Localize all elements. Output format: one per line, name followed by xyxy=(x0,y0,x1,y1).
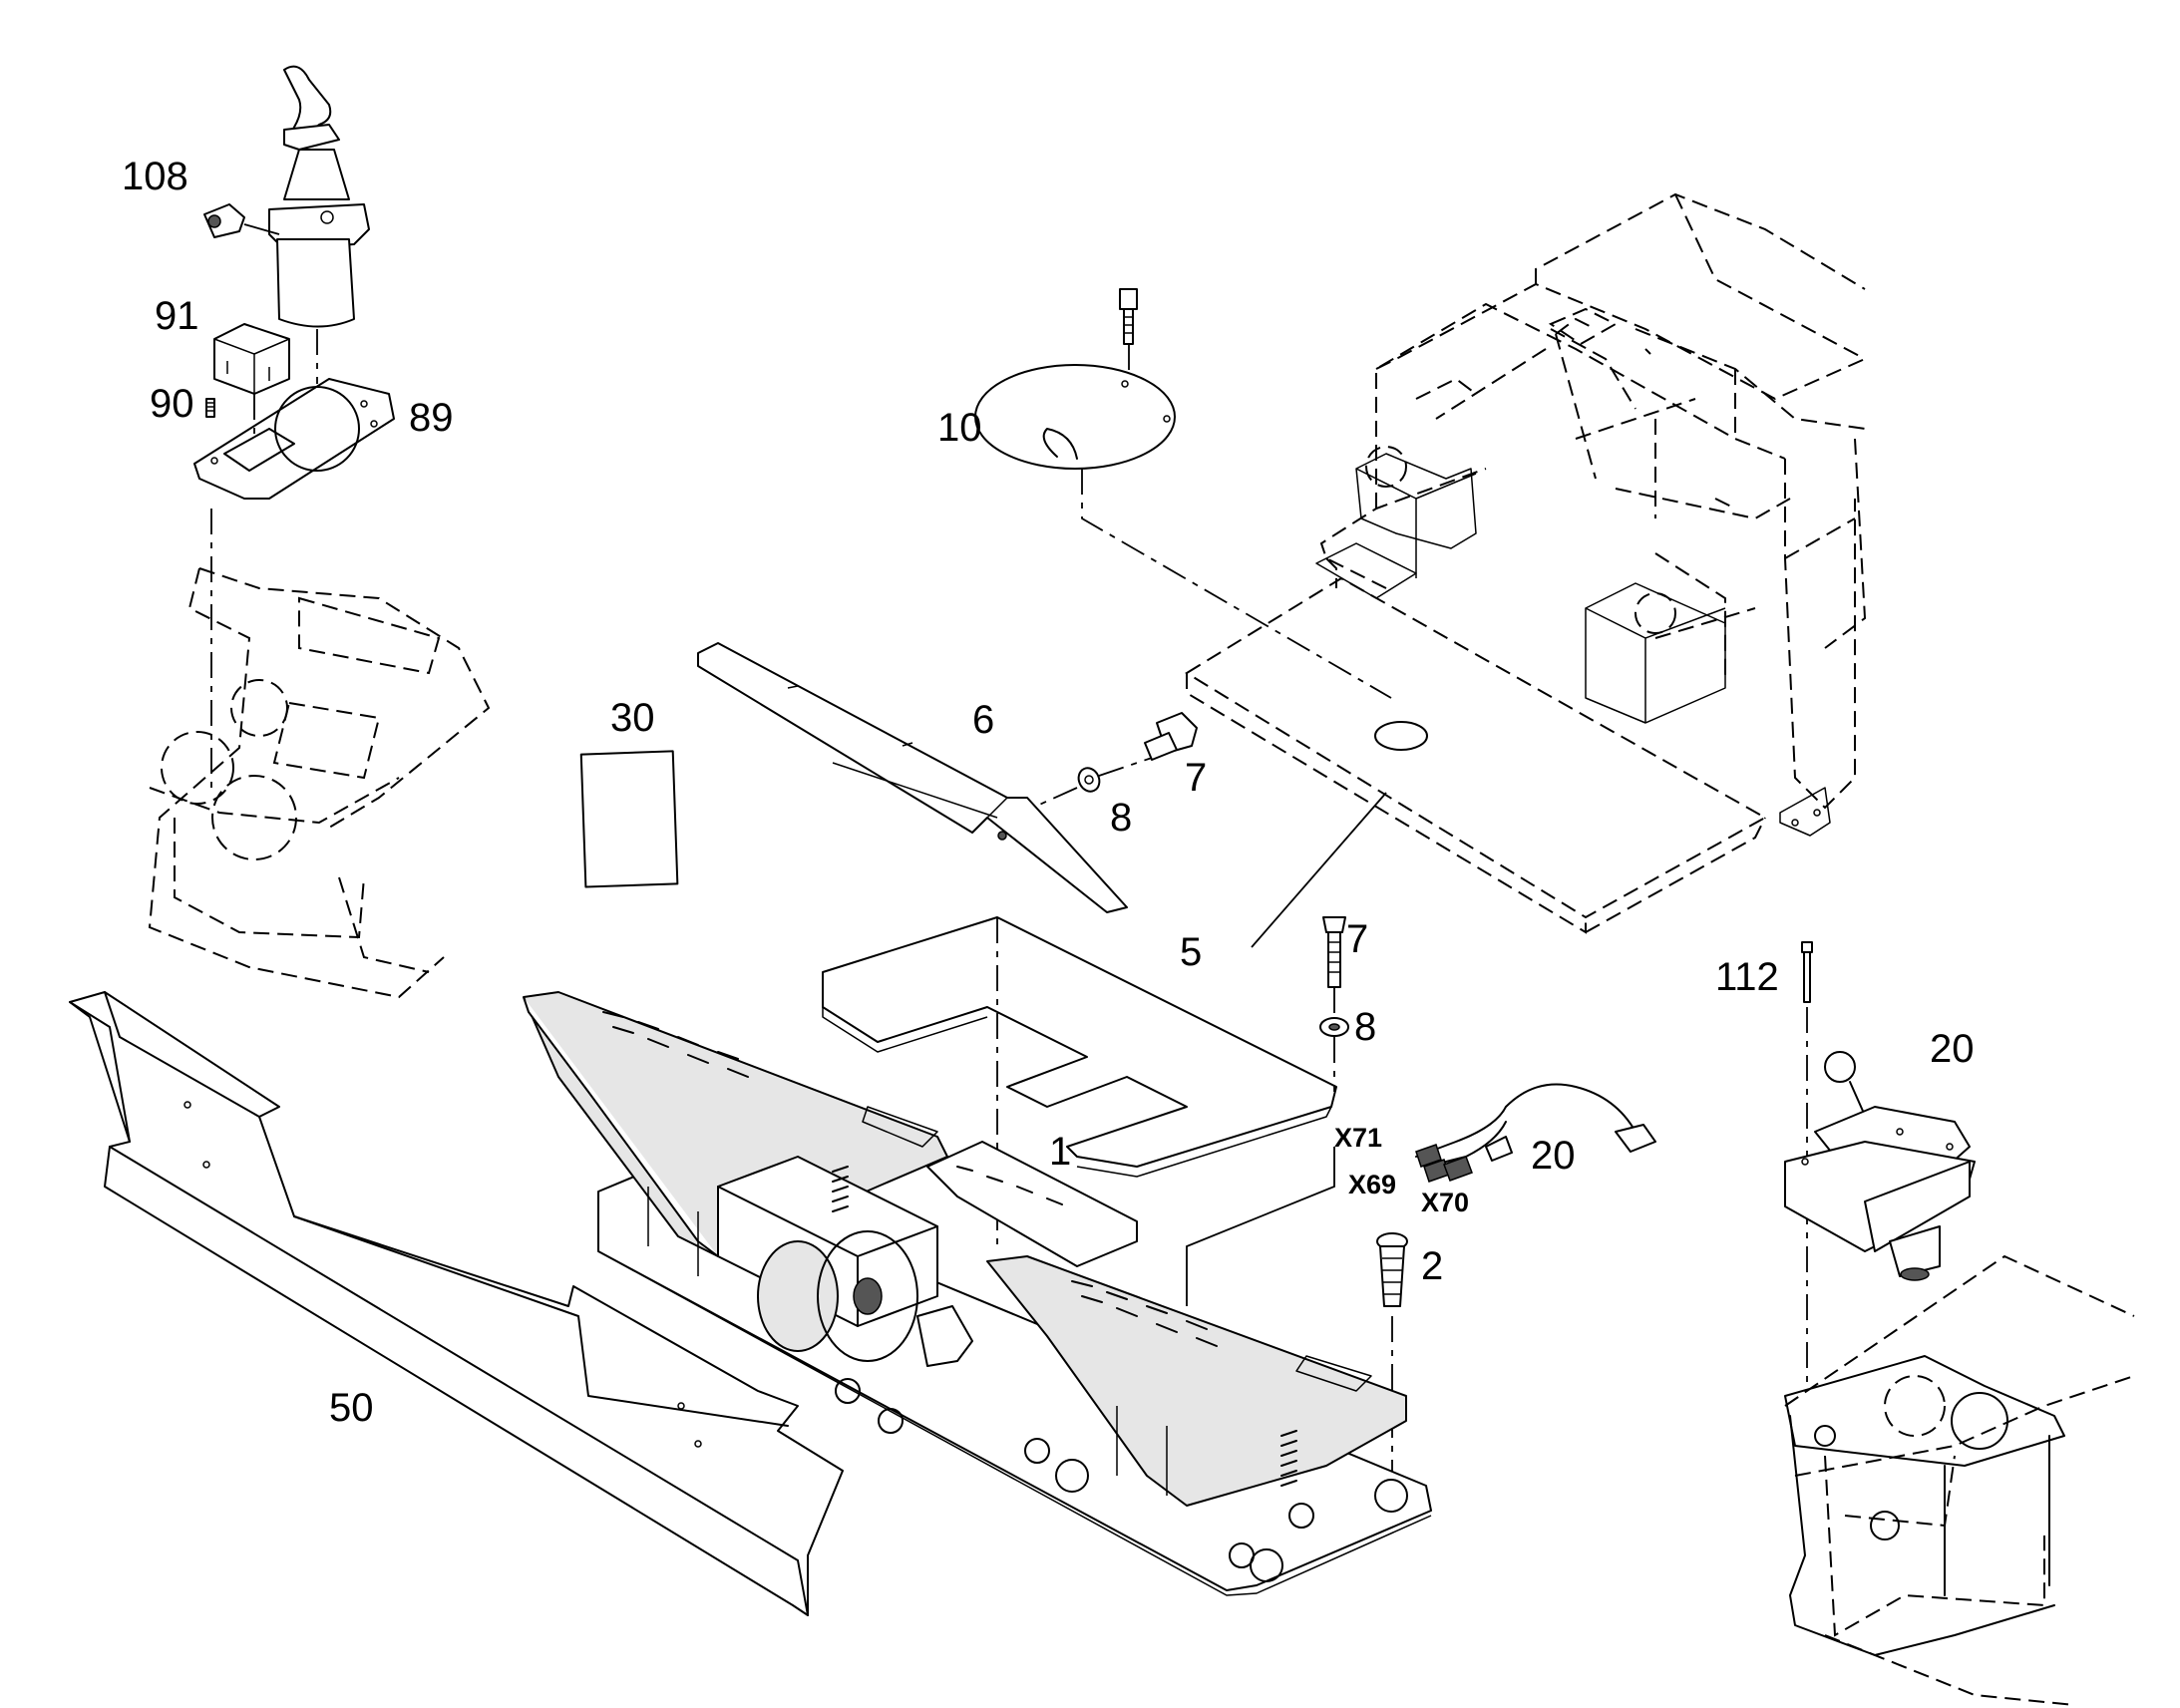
joystick-assembly xyxy=(268,65,370,328)
connector-labels: X71 X69 X70 xyxy=(1334,1123,1469,1217)
callout-108: 108 xyxy=(122,155,188,198)
callout-1: 1 xyxy=(1049,1130,1071,1174)
cover-10 xyxy=(974,288,1392,699)
callout-8-lower: 8 xyxy=(1354,1005,1376,1049)
panel-30 xyxy=(579,750,679,888)
connector-x70: X70 xyxy=(1421,1188,1469,1217)
connector-x71: X71 xyxy=(1334,1123,1382,1153)
joystick-20 xyxy=(1784,1051,1976,1281)
left-console-frame xyxy=(148,567,491,999)
callout-20-harness: 20 xyxy=(1531,1134,1576,1178)
callout-5: 5 xyxy=(1180,930,1202,974)
floor-ring xyxy=(1374,721,1428,751)
connector-x69: X69 xyxy=(1348,1170,1396,1199)
callout-112: 112 xyxy=(1715,955,1779,999)
side-panel-50 xyxy=(69,991,844,1616)
mounting-plate-89 xyxy=(193,329,395,788)
bolt-90 xyxy=(205,398,215,418)
callout-labels: 108 91 90 89 10 30 6 7 8 7 8 5 1 20 2 50… xyxy=(122,155,1975,1430)
floor-plate-5 xyxy=(822,916,1337,1251)
pedal-assembly-1 xyxy=(523,991,1432,1596)
callout-91: 91 xyxy=(155,294,199,338)
bolt-7-lower xyxy=(1322,916,1346,988)
washer-8-lower xyxy=(1319,987,1349,1092)
callout-30: 30 xyxy=(610,696,655,740)
bolt-2 xyxy=(1376,1232,1408,1486)
bracket-6 xyxy=(697,642,1128,913)
callout-20-joystick: 20 xyxy=(1930,1027,1975,1071)
callout-90: 90 xyxy=(150,382,194,426)
callout-7-upper: 7 xyxy=(1185,756,1207,800)
wire-harness-20 xyxy=(1415,1083,1656,1183)
callout-89: 89 xyxy=(409,396,454,440)
bolt-7-upper xyxy=(1144,712,1198,761)
right-console-frame xyxy=(1784,1254,2135,1706)
cab-floor-frame xyxy=(1185,192,1867,934)
switch-91 xyxy=(213,323,290,395)
callout-50: 50 xyxy=(329,1386,374,1430)
washer-8-upper xyxy=(1036,757,1153,807)
callout-6: 6 xyxy=(972,698,994,742)
callout-8-upper: 8 xyxy=(1110,796,1132,840)
callout-10: 10 xyxy=(937,406,982,450)
connector-108 xyxy=(203,203,280,238)
callout-7-lower: 7 xyxy=(1346,917,1368,961)
callout-2: 2 xyxy=(1421,1244,1443,1288)
